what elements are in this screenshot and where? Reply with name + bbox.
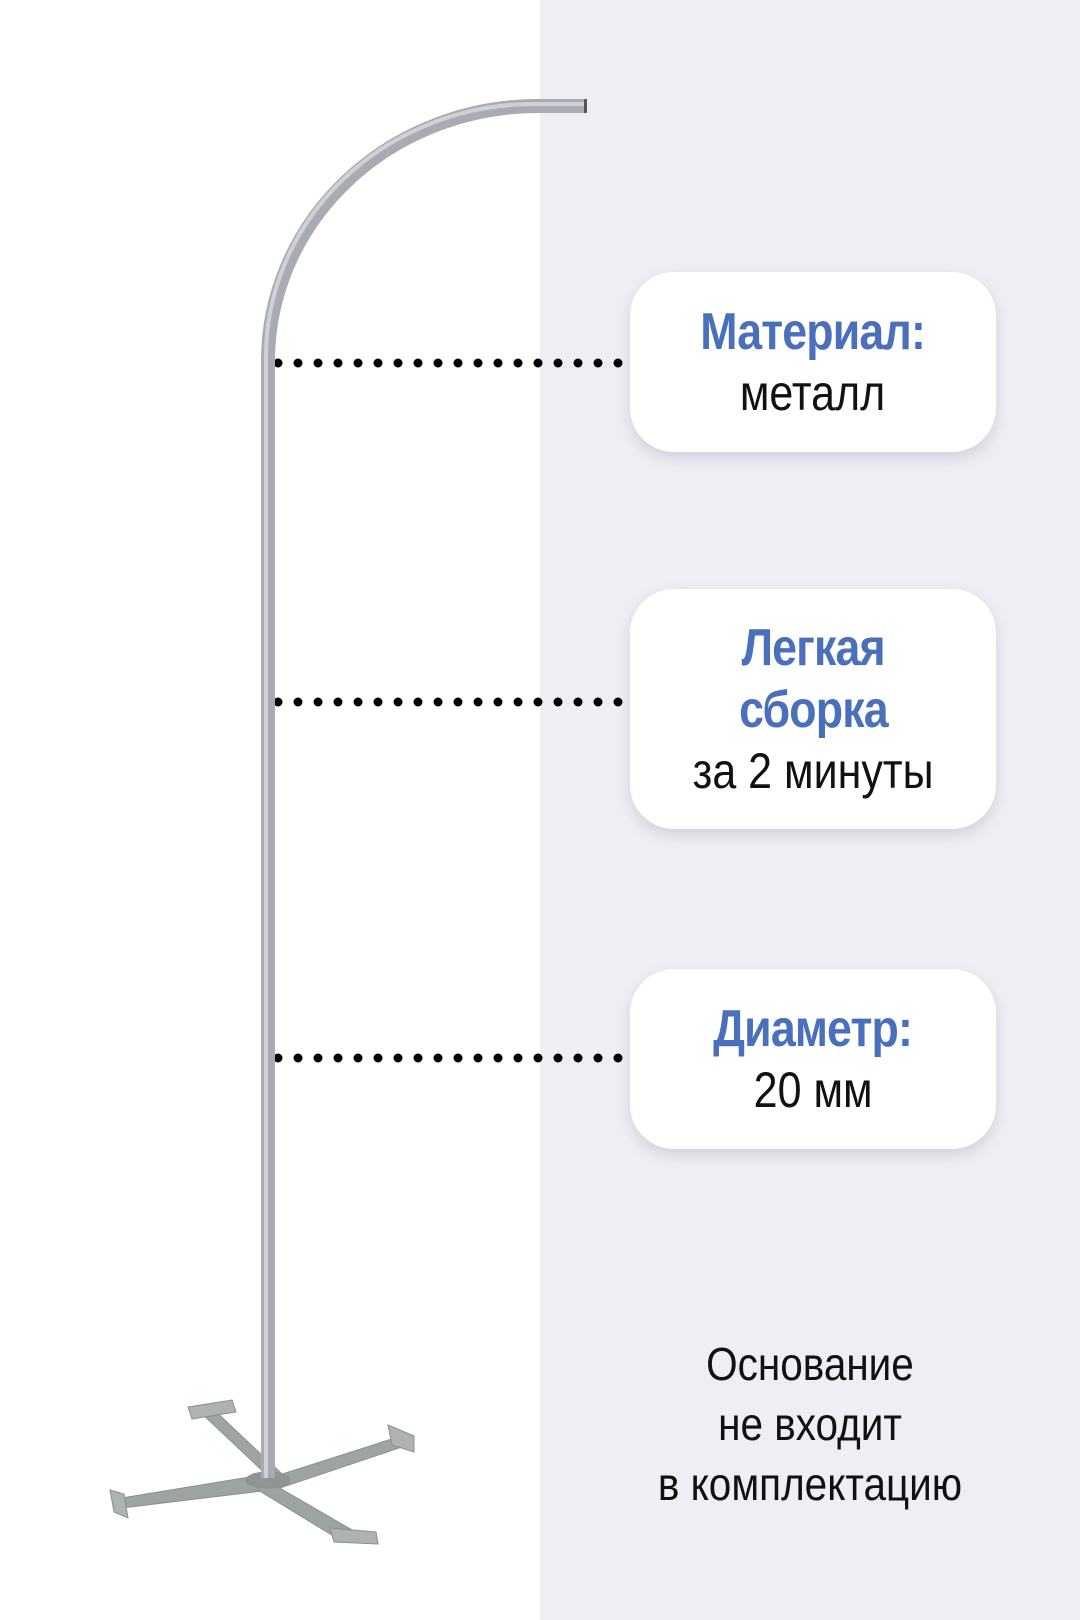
feature-card-diameter: Диаметр: 20 мм: [630, 969, 996, 1149]
base-not-included-note: Основание не входит в комплектацию: [625, 1334, 995, 1514]
feature-title-diameter: Диаметр:: [713, 1000, 914, 1058]
note-line-3: в комплектацию: [657, 1458, 963, 1510]
feature-value-assembly: за 2 минуты: [692, 743, 934, 799]
note-line-2: не входит: [718, 1398, 902, 1450]
feature-title-assembly-line1: Легкая: [741, 619, 885, 677]
feature-card-material: Материал: металл: [630, 272, 996, 452]
stand-pole: [261, 99, 587, 1478]
feature-title-material: Материал:: [700, 303, 927, 361]
feature-title-assembly-line2: сборка: [738, 681, 888, 739]
feature-value-diameter: 20 мм: [753, 1062, 873, 1118]
feature-card-assembly: Легкая сборка за 2 минуты: [630, 589, 996, 829]
feature-value-material: металл: [740, 365, 886, 421]
stand-base: [109, 1399, 415, 1545]
note-line-1: Основание: [706, 1338, 914, 1390]
